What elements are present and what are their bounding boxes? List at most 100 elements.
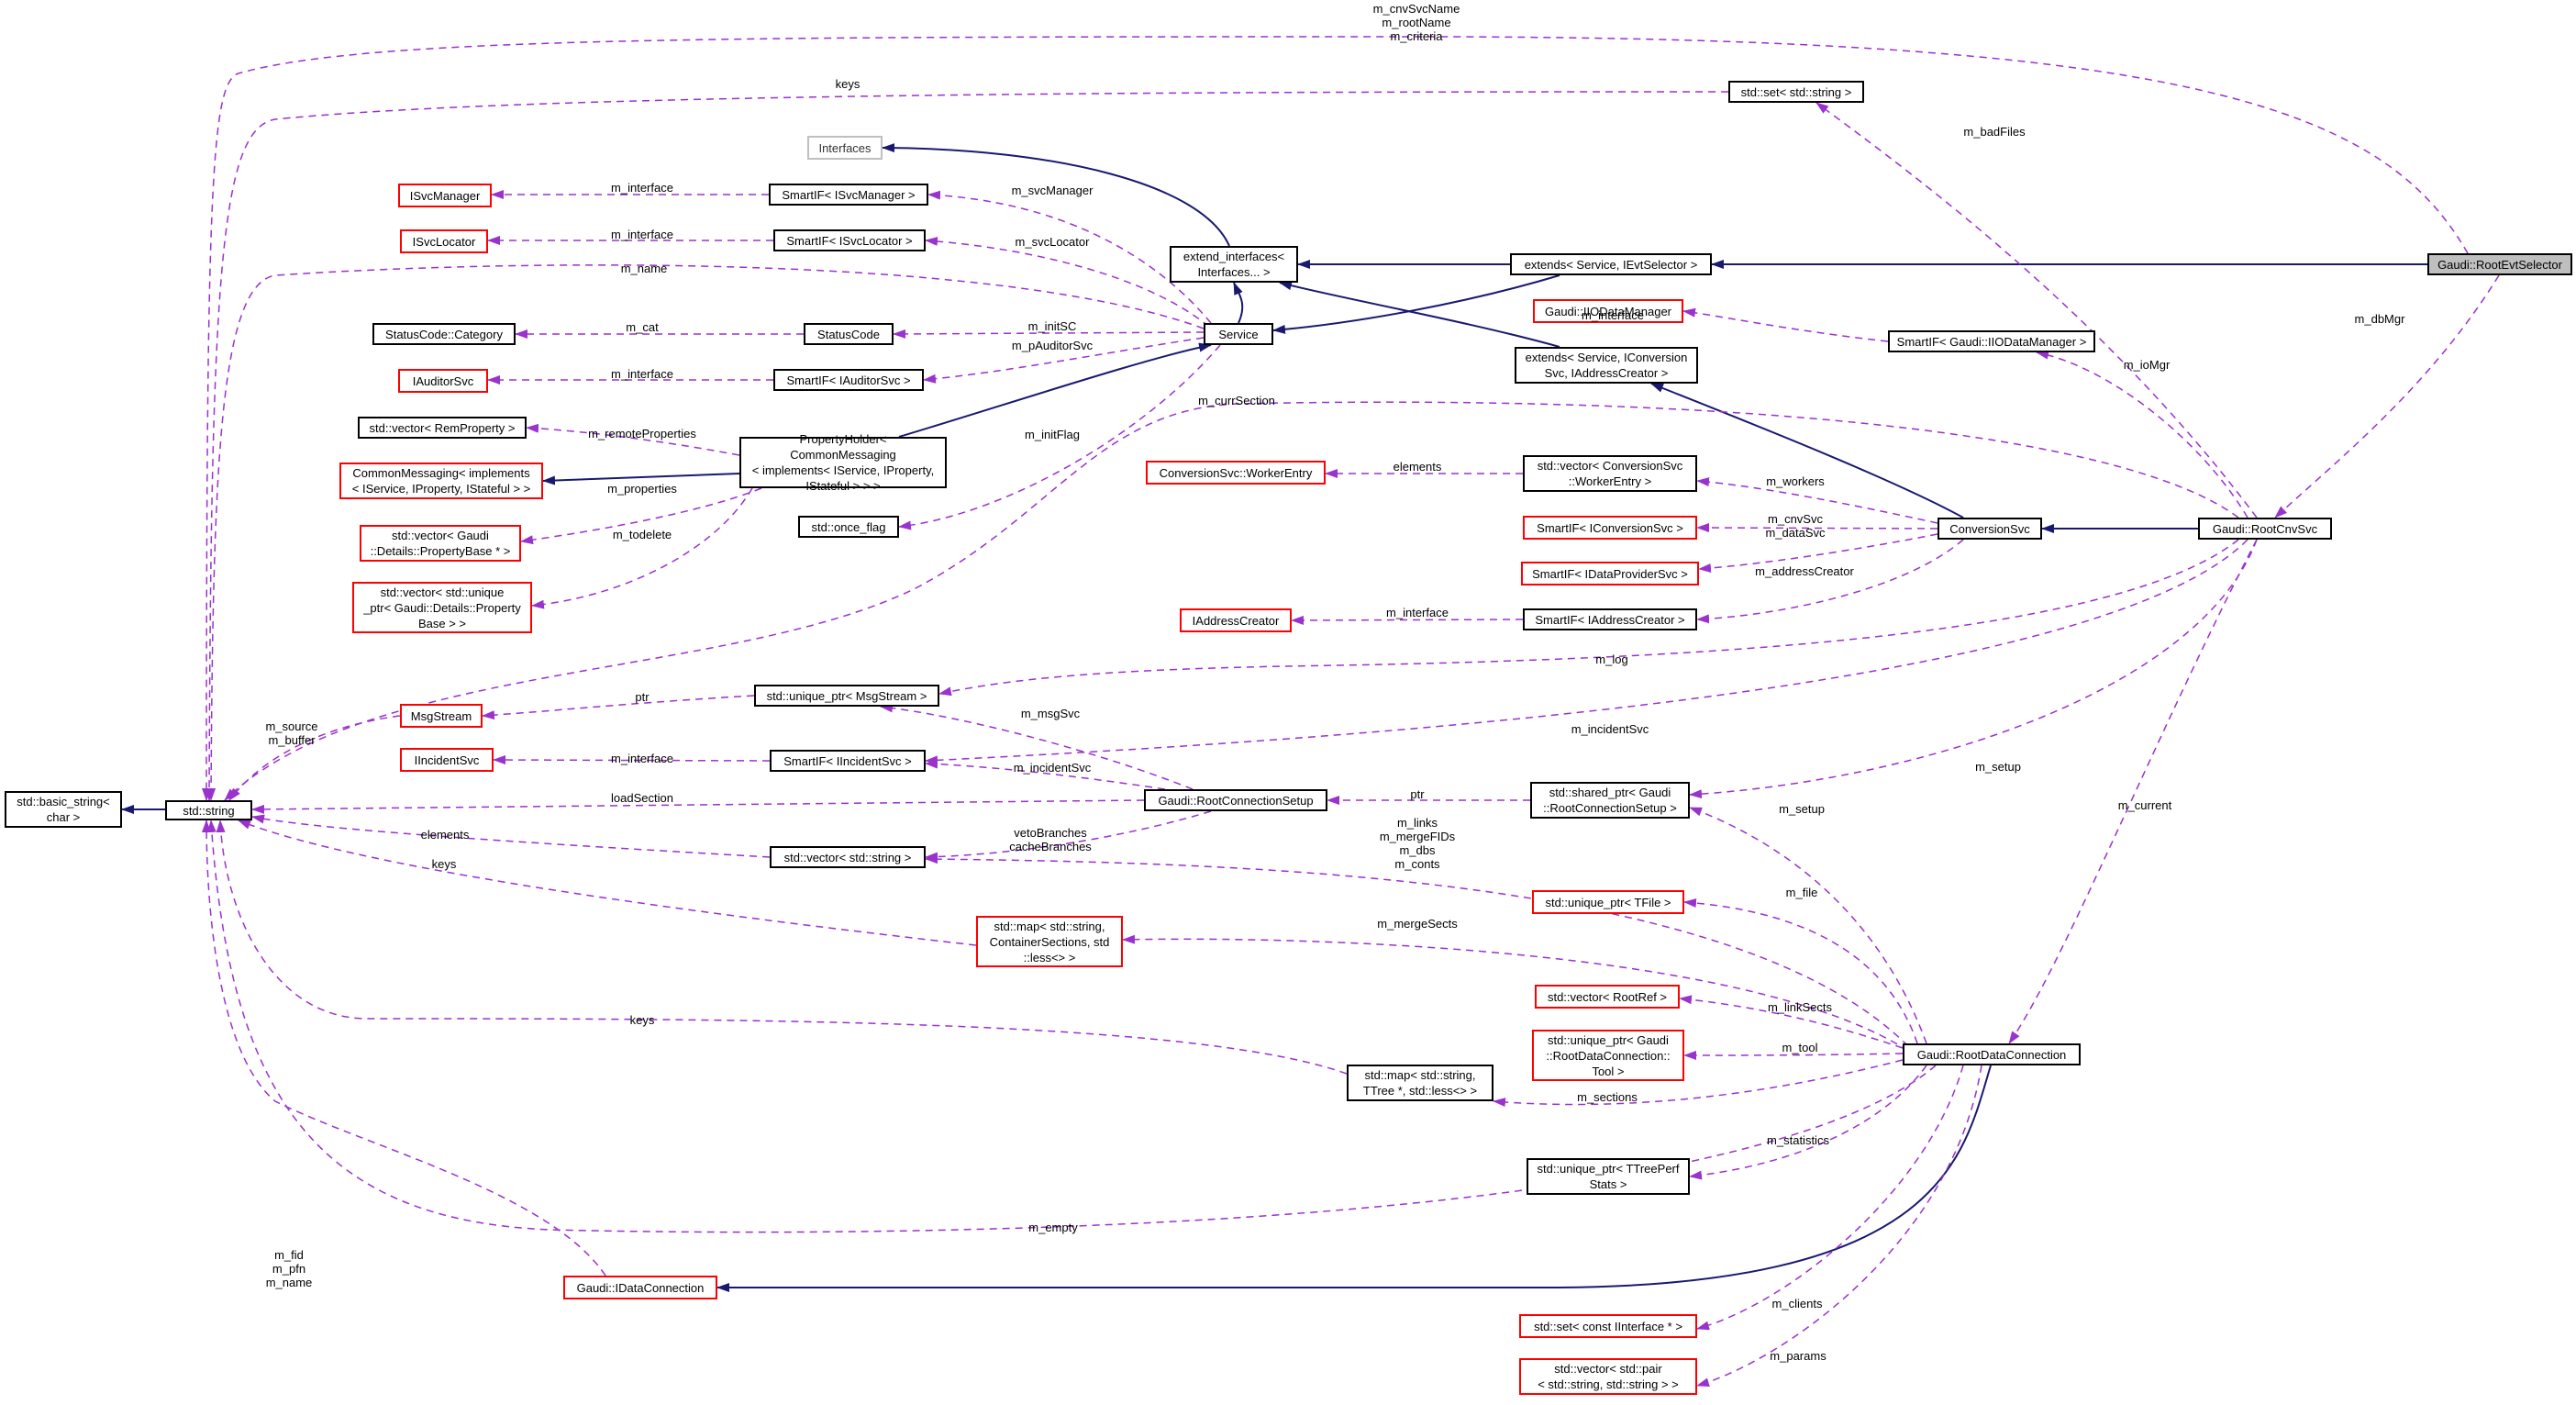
node-conversionsvc[interactable]: ConversionSvc [1938,518,2042,540]
edge-label-m-cat: m_cat [626,320,659,334]
node-iauditorsvc[interactable]: IAuditorSvc [398,369,488,393]
edge-label-m-remoteproperties: m_remoteProperties [588,427,696,440]
edge-rootevtselector-to-rootcnvsvc [2274,274,2500,519]
node-commonmessaging[interactable]: CommonMessaging< implements < IService, … [339,463,543,499]
edge-label-ptr-setup: ptr [1410,787,1425,801]
edge-label-vetobranches-cachebranches: vetoBranches cacheBranches [1009,826,1092,853]
node-propertyholder[interactable]: PropertyHolder< CommonMessaging < implem… [739,432,947,493]
edge-label-m-svclocator: m_svcLocator [1015,235,1090,249]
node-std-set-string[interactable]: std::set< std::string > [1728,81,1864,103]
node-smartif-iaddresscreator[interactable]: SmartIF< IAddressCreator > [1523,608,1697,630]
edge-rootdataconnection-to-map-ttree [1493,1059,1904,1108]
node-std-vector-propertybase[interactable]: std::vector< Gaudi ::Details::PropertyBa… [360,525,521,562]
edge-label-ptr-msgstream: ptr [635,690,650,704]
node-smartif-iauditorsvc[interactable]: SmartIF< IAuditorSvc > [773,369,924,391]
node-statuscode-category[interactable]: StatusCode::Category [372,323,516,345]
node-iaddresscreator[interactable]: IAddressCreator [1180,608,1292,632]
edge-label-m-pauditorsvc: m_pAuditorSvc [1011,339,1094,352]
edge-label-m-dbmgr: m_dbMgr [2354,312,2405,326]
edge-rootevtselector-to-std-string-top [202,36,2469,801]
edge-label-m-interface-4: m_interface [611,752,673,765]
edge-label-m-name: m_name [620,262,668,275]
node-gaudi-rootdataconnection[interactable]: Gaudi::RootDataConnection [1903,1043,2081,1065]
edge-map-containersections-to-std-string [238,820,977,946]
edge-rootconnectionsetup-to-unique-ptr-msgstream [880,703,1194,790]
node-extends-ievtselector[interactable]: extends< Service, IEvtSelector > [1510,253,1712,275]
node-smartif-idataprovidersvc[interactable]: SmartIF< IDataProviderSvc > [1521,562,1699,585]
edge-service-to-smartif-iauditorsvc [923,337,1205,384]
node-std-vector-pair[interactable]: std::vector< std::pair < std::string, st… [1519,1358,1697,1395]
node-std-basic-string[interactable]: std::basic_string< char > [5,791,122,828]
edge-label-m-linksects: m_linkSects [1767,1000,1833,1014]
node-std-unique-ptr-msgstream[interactable]: std::unique_ptr< MsgStream > [754,685,939,707]
edge-label-m-current: m_current [2117,798,2172,812]
edge-label-m-sections: m_sections [1577,1090,1638,1104]
node-gaudi-rootcnvsvc[interactable]: Gaudi::RootCnvSvc [2198,518,2332,540]
edge-rootdataconnection-to-shared-ptr [1689,807,1927,1044]
edge-label-m-addresscreator: m_addressCreator [1755,564,1854,578]
edge-label-m-setup-1: m_setup [1975,760,2021,774]
edge-rootdataconnection-to-unique-ptr-tfile [1683,898,1918,1044]
node-service[interactable]: Service [1204,323,1273,345]
node-std-unique-ptr-tfile[interactable]: std::unique_ptr< TFile > [1532,890,1684,914]
node-std-map-containersections[interactable]: std::map< std::string, ContainerSections… [976,916,1123,967]
node-isvcmanager[interactable]: ISvcManager [398,184,492,207]
edge-label-m-statistics: m_statistics [1767,1133,1829,1147]
edge-conversionsvc-to-smartif-idataprovidersvc [1698,533,1938,574]
edge-label-m-file: m_file [1785,886,1818,899]
node-smartif-iincidentsvc[interactable]: SmartIF< IIncidentSvc > [770,750,926,772]
node-std-set-iinterface[interactable]: std::set< const IInterface * > [1519,1314,1697,1338]
node-std-map-ttree[interactable]: std::map< std::string, TTree *, std::les… [1347,1065,1493,1101]
edge-label-m-msgsvc: m_msgSvc [1020,707,1081,720]
node-smartif-iconversionsvc[interactable]: SmartIF< IConversionSvc > [1523,516,1697,540]
edge-label-m-currsection: m_currSection [1198,394,1275,407]
node-isvclocator[interactable]: ISvcLocator [400,229,488,253]
edge-label-m-interface-6: m_interface [1582,308,1644,322]
node-smartif-iiodatamanager[interactable]: SmartIF< Gaudi::IIODataManager > [1888,330,2095,352]
edge-label-m-initflag: m_initFlag [1025,428,1080,441]
edge-rootdataconnection-to-vector-pair [1696,1065,1982,1388]
edge-label-m-params: m_params [1770,1349,1827,1363]
node-std-unique-ptr-tool[interactable]: std::unique_ptr< Gaudi ::RootDataConnect… [1532,1030,1684,1081]
node-std-unique-ptr-ttreeperfstats[interactable]: std::unique_ptr< TTreePerf Stats > [1527,1158,1690,1195]
edge-rootdataconnection-to-unique-ptr-ttreeperfstats [1689,1065,1927,1180]
edge-service-to-smartif-isvcmanager [927,190,1212,324]
edge-label-m-mergesects: m_mergeSects [1377,917,1458,931]
node-conversionsvc-workerentry[interactable]: ConversionSvc::WorkerEntry [1146,461,1326,485]
node-std-vector-workerentry[interactable]: std::vector< ConversionSvc ::WorkerEntry… [1523,455,1697,492]
node-gaudi-idataconnection[interactable]: Gaudi::IDataConnection [563,1276,717,1299]
node-smartif-isvcmanager[interactable]: SmartIF< ISvcManager > [769,184,928,206]
node-gaudi-rootevtselector[interactable]: Gaudi::RootEvtSelector [2427,253,2572,275]
node-std-vector-string[interactable]: std::vector< std::string > [770,846,926,868]
edge-conversionsvc-to-extends-iconversion [1650,383,1964,519]
node-extend-interfaces[interactable]: extend_interfaces< Interfaces... > [1170,246,1298,283]
node-iincidentsvc[interactable]: IIncidentSvc [400,748,494,772]
edge-service-to-extend-interfaces [1233,282,1244,324]
edge-label-m-clients: m_clients [1771,1297,1823,1310]
edge-propertyholder-to-service [898,342,1212,438]
node-statuscode[interactable]: StatusCode [804,323,894,345]
node-msgstream[interactable]: MsgStream [400,704,483,728]
edge-propertyholder-to-vector-unique-propertybase [531,487,753,609]
edge-rootdataconnection-to-unique-ptr-tool [1683,1050,1904,1060]
node-smartif-isvclocator[interactable]: SmartIF< ISvcLocator > [773,229,926,251]
edge-label-m-tool: m_tool [1782,1041,1818,1054]
node-extends-iconversion[interactable]: extends< Service, IConversion Svc, IAddr… [1515,347,1698,384]
node-std-string[interactable]: std::string [165,800,252,820]
node-gaudi-rootconnectionsetup[interactable]: Gaudi::RootConnectionSetup [1144,789,1327,811]
node-std-vector-remproperty[interactable]: std::vector< RemProperty > [358,417,527,439]
edge-extends-iconversion-to-extend-interfaces [1279,281,1560,348]
edge-idataconnection-to-std-string [202,820,606,1277]
edge-rootcnvsvc-to-smartif-iiodatamanager [2036,350,2248,519]
edge-label-elements-vector-string: elements [420,828,470,842]
edge-label-top-names: m_cnvSvcName m_rootName m_criteria [1372,2,1460,43]
node-interfaces[interactable]: Interfaces [807,136,883,160]
edge-label-m-source-buffer: m_source m_buffer [265,719,318,747]
node-std-vector-unique-propertybase[interactable]: std::vector< std::unique _ptr< Gaudi::De… [352,582,532,633]
node-std-shared-ptr-rootconnectionsetup[interactable]: std::shared_ptr< Gaudi ::RootConnectionS… [1530,782,1690,819]
edge-label-loadsection: loadSection [611,791,673,805]
node-std-vector-rootref[interactable]: std::vector< RootRef > [1535,985,1680,1009]
node-std-once-flag[interactable]: std::once_flag [798,516,899,538]
node-gaudi-iiodatamanager[interactable]: Gaudi::IIODataManager [1533,299,1683,323]
